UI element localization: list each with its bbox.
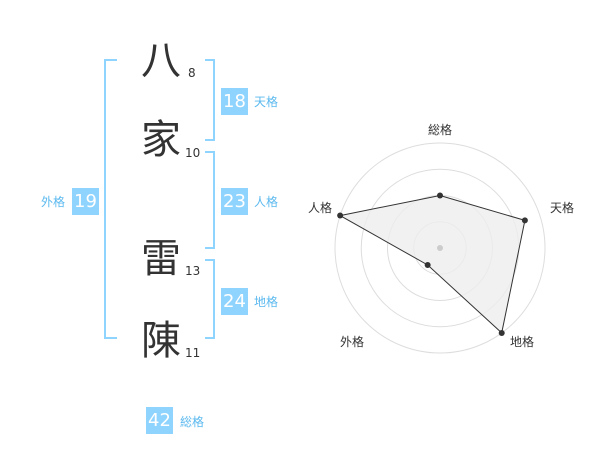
radar-point-soukaku (437, 192, 443, 199)
chikaku-value: 24 (221, 288, 248, 315)
radar-area (338, 194, 526, 334)
radar-label-soukaku: 総格 (428, 123, 453, 137)
name-char-4: 陳 (141, 318, 181, 364)
soukaku-label: 総格 (180, 415, 205, 429)
name-char-3: 雷 (141, 236, 181, 282)
stroke-count-2: 10 (185, 146, 201, 160)
radar-center-dot (437, 245, 443, 251)
radar-points (337, 192, 528, 336)
stroke-count-3: 13 (185, 264, 201, 278)
radar-point-tenkaku (521, 217, 528, 224)
tenkaku-value: 18 (221, 88, 248, 115)
tenkaku-bracket (205, 59, 215, 141)
name-char-2: 家 (141, 117, 181, 163)
radar-point-chikaku (498, 329, 505, 336)
jinkaku-bracket (205, 151, 215, 249)
tenkaku-label: 天格 (254, 95, 279, 109)
jinkaku-label: 人格 (254, 195, 279, 209)
radar-label-gaikaku: 外格 (340, 335, 365, 349)
chikaku-bracket (205, 259, 215, 339)
jinkaku-value: 23 (221, 188, 248, 215)
radar-chart (334, 142, 546, 354)
radar-label-chikaku: 地格 (510, 335, 535, 349)
stroke-count-4: 11 (185, 346, 201, 360)
gaikaku-label: 外格 (41, 195, 66, 209)
radar-label-tenkaku: 天格 (550, 201, 575, 215)
radar-point-gaikaku (424, 261, 431, 268)
gaikaku-bracket (104, 59, 117, 339)
chikaku-label: 地格 (254, 295, 279, 309)
stroke-count-1: 8 (188, 66, 196, 80)
soukaku-value: 42 (146, 407, 173, 434)
gaikaku-value: 19 (72, 188, 99, 215)
radar-point-jinkaku (337, 212, 344, 219)
name-char-1: 八 (141, 38, 181, 84)
radar-ring-4 (334, 142, 546, 354)
radar-label-jinkaku: 人格 (308, 201, 333, 215)
